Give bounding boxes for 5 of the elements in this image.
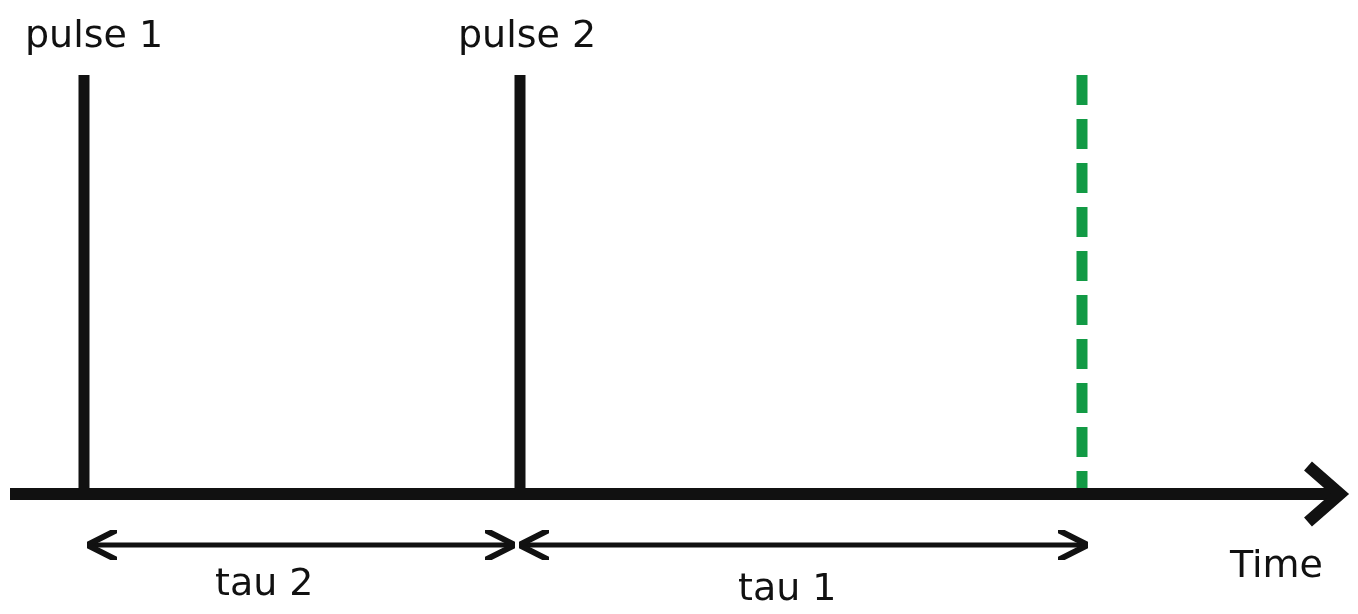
interval-label: tau 2 [215,563,314,601]
axis-label: Time [1230,545,1323,583]
pulse-label: pulse 2 [458,15,597,53]
pulse-label: pulse 1 [25,15,164,53]
interval-label: tau 1 [738,568,837,606]
